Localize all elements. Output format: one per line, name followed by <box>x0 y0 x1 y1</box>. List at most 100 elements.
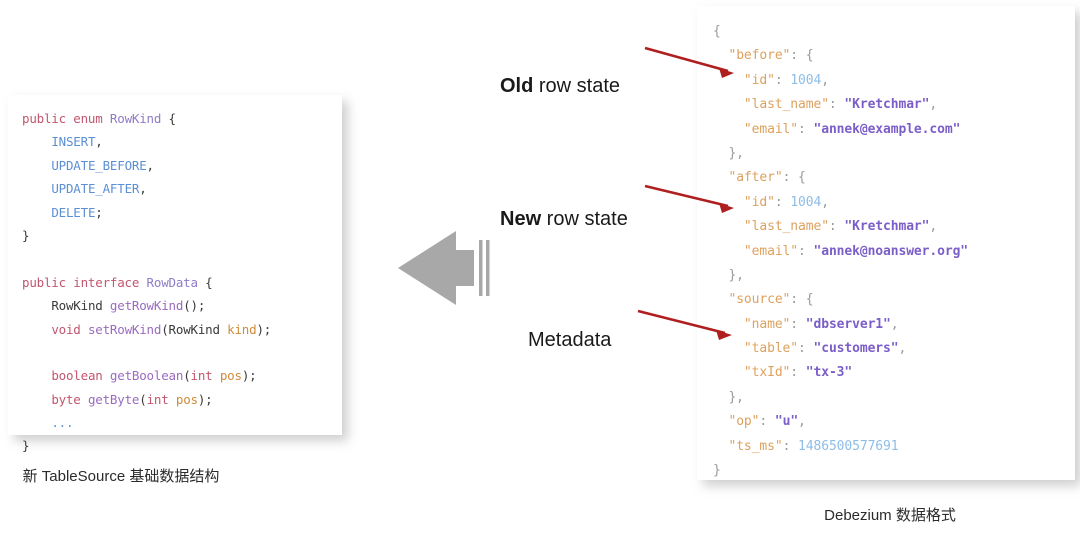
json-code-token: : <box>798 243 814 259</box>
java-code-token: ( <box>139 391 147 407</box>
json-code-token: "email" <box>743 243 799 259</box>
json-code-token: "Kretchmar" <box>844 219 930 235</box>
json-code-token <box>713 219 744 234</box>
json-code-token <box>713 195 744 210</box>
java-code-token: void <box>51 321 88 337</box>
java-code-token: ); <box>256 321 272 337</box>
json-code-token <box>713 317 744 332</box>
java-code-token <box>22 205 51 220</box>
json-code-token: 1486500577691 <box>798 438 899 454</box>
json-code-token: : { <box>790 292 814 308</box>
java-code-token: , <box>146 157 155 173</box>
java-code-token: int <box>190 368 220 384</box>
json-code-line: }, <box>713 142 1075 166</box>
callout-metadata: Metadata <box>528 329 611 352</box>
java-code-token: } <box>22 438 30 454</box>
java-code-token: ; <box>95 204 103 220</box>
json-code-token: , <box>821 194 829 210</box>
json-code-token: : <box>774 72 791 88</box>
java-code-line: } <box>22 224 342 247</box>
callout-meta-rest: Metadata <box>528 329 612 351</box>
json-code-token <box>713 97 744 112</box>
json-code-token: , <box>890 316 899 332</box>
json-code-line: "last_name": "Kretchmar", <box>713 93 1075 117</box>
callout-new-emphasis: New <box>500 208 542 230</box>
java-code-token: (); <box>183 298 206 314</box>
json-code-token: : <box>774 194 791 210</box>
json-code-token: : <box>798 341 814 357</box>
json-code-token: , <box>798 414 806 430</box>
callout-old-row-state: Old row state <box>500 75 620 98</box>
java-code-token: ... <box>51 415 74 431</box>
json-code-line: }, <box>713 264 1075 288</box>
json-code-token <box>713 73 744 88</box>
json-code-token: "annek@example.com" <box>813 121 961 137</box>
json-code-line: "email": "annek@noanswer.org" <box>713 240 1075 264</box>
json-code-token: { <box>713 24 721 39</box>
java-code-token: , <box>139 181 147 197</box>
java-code-token <box>22 415 51 430</box>
java-code-line: } <box>22 434 342 457</box>
json-code-line: "id": 1004, <box>713 69 1075 93</box>
json-code-token: : { <box>782 170 806 186</box>
java-code-token: interface <box>73 274 147 290</box>
json-code-token: 1004 <box>790 72 822 88</box>
java-code-token: enum <box>73 111 110 126</box>
json-code-line: "id": 1004, <box>713 191 1075 215</box>
java-code-token: } <box>22 227 30 243</box>
java-code-token: public <box>22 111 74 126</box>
java-code-token <box>22 158 51 173</box>
callout-new-rest: row state <box>541 208 628 230</box>
json-code-token: "dbserver1" <box>805 316 891 332</box>
caption-debezium: Debezium 数据格式 <box>824 507 956 524</box>
json-code-token: : <box>790 365 806 381</box>
json-code-token: "source" <box>728 292 791 308</box>
json-code-line: }, <box>713 386 1075 410</box>
java-code-token <box>22 392 51 407</box>
json-code-token: }, <box>713 389 744 405</box>
java-code-line: INSERT, <box>22 130 342 153</box>
java-code-token: UPDATE_BEFORE <box>51 157 147 173</box>
json-code-line: } <box>713 459 1075 483</box>
caption-tablesource: 新 TableSource 基础数据结构 <box>22 468 220 485</box>
java-code-line: DELETE; <box>22 201 342 224</box>
java-code-token: { <box>197 274 213 290</box>
json-code-line: "source": { <box>713 288 1075 312</box>
callout-old-emphasis: Old <box>500 75 534 97</box>
rowdata-code-panel: public enum RowKind { INSERT, UPDATE_BEF… <box>8 95 342 453</box>
java-code-token: , <box>95 134 103 150</box>
json-code-token <box>713 170 728 185</box>
java-code-token: ); <box>241 368 257 384</box>
json-code-token: : <box>798 121 814 137</box>
java-code-token: byte <box>51 391 88 407</box>
json-code-token: "table" <box>743 341 799 357</box>
callout-old-rest: row state <box>533 75 621 97</box>
java-code-token: DELETE <box>51 204 96 220</box>
java-code-line: RowKind getRowKind(); <box>22 294 342 317</box>
java-code-token: { <box>161 111 177 126</box>
json-code-token: : { <box>790 48 814 64</box>
java-code-token: getByte <box>87 391 140 407</box>
json-code-token: "op" <box>728 414 760 430</box>
json-code-token: "after" <box>728 170 783 186</box>
java-code-token: getRowKind <box>109 298 184 314</box>
java-code-token <box>22 298 51 313</box>
json-code-token: "name" <box>743 316 791 332</box>
json-code-token: , <box>929 219 938 235</box>
java-code-token: INSERT <box>51 134 96 150</box>
json-code-token: "u" <box>774 414 799 430</box>
java-code-token: boolean <box>51 368 110 384</box>
json-code-token: "annek@noanswer.org" <box>813 243 969 259</box>
java-code-line: ... <box>22 411 342 434</box>
java-code-token: ( <box>161 321 169 337</box>
json-code-token: "customers" <box>813 341 899 357</box>
java-code-line <box>22 247 342 270</box>
json-code-token <box>713 341 744 356</box>
json-code-line: { <box>713 20 1075 44</box>
java-code-token: RowKind <box>109 111 162 126</box>
json-code-token <box>713 439 728 454</box>
java-code-token <box>22 181 51 196</box>
json-code-token: : <box>828 219 845 235</box>
java-code-line: byte getByte(int pos); <box>22 388 342 411</box>
json-code-line: "after": { <box>713 166 1075 190</box>
